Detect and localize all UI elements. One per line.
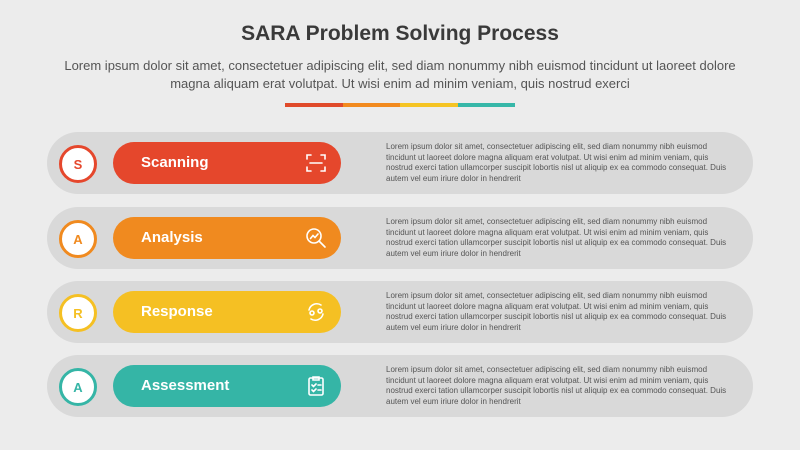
step-label: Scanning <box>141 154 209 171</box>
step-row-assessment: A Assessment Lorem ipsum dolor sit amet,… <box>47 355 753 417</box>
step-label-pill: Scanning <box>113 142 341 184</box>
step-row-analysis: A Analysis Lorem ipsum dolor sit amet, c… <box>47 207 753 269</box>
cycle-people-icon <box>304 300 328 324</box>
step-label-pill: Response <box>113 291 341 333</box>
step-label: Assessment <box>141 377 230 394</box>
divider-segment <box>457 103 515 107</box>
clipboard-check-icon <box>304 374 328 398</box>
divider-segment <box>400 103 458 107</box>
subtitle: Lorem ipsum dolor sit amet, consectetuer… <box>64 58 736 91</box>
step-letter-badge: A <box>59 220 97 258</box>
step-row-scanning: S Scanning Lorem ipsum dolor sit amet, c… <box>47 132 753 194</box>
step-description: Lorem ipsum dolor sit amet, consectetuer… <box>386 365 727 406</box>
scan-icon <box>304 151 328 175</box>
divider-segment <box>342 103 400 107</box>
step-letter-badge: S <box>59 145 97 183</box>
step-description: Lorem ipsum dolor sit amet, consectetuer… <box>386 142 727 183</box>
step-letter-badge: A <box>59 368 97 406</box>
step-label-pill: Analysis <box>113 217 341 259</box>
step-label: Response <box>141 303 213 320</box>
step-description: Lorem ipsum dolor sit amet, consectetuer… <box>386 217 727 258</box>
step-label-pill: Assessment <box>113 365 341 407</box>
step-letter-badge: R <box>59 294 97 332</box>
page-title: SARA Problem Solving Process <box>241 22 559 45</box>
step-description: Lorem ipsum dolor sit amet, consectetuer… <box>386 291 727 332</box>
magnifier-chart-icon <box>304 226 328 250</box>
divider-segment <box>285 103 343 107</box>
step-row-response: R Response Lorem ipsum dolor sit amet, c… <box>47 281 753 343</box>
color-divider <box>285 103 515 107</box>
step-label: Analysis <box>141 229 203 246</box>
